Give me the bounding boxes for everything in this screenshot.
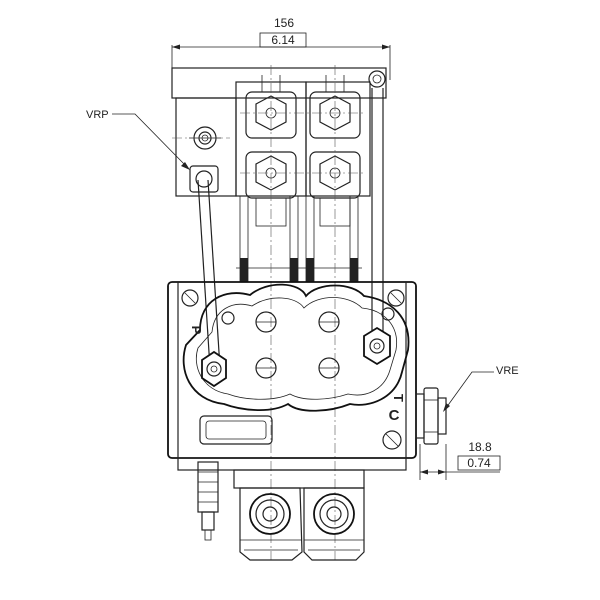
lower-spool-end-left [239, 487, 303, 561]
main-valve-body: P T C [167, 281, 417, 459]
side-offset-dimension: 18.8 0.74 [419, 440, 501, 480]
center-lines [172, 65, 366, 560]
port-mark-c: C [389, 407, 400, 424]
corner-bolt-bottom-right [382, 430, 402, 450]
plate-port-a2 [255, 357, 277, 379]
top-width-in: 6.14 [271, 33, 295, 47]
top-width-mm: 156 [274, 16, 294, 30]
vre-pilot-port-body [363, 326, 391, 366]
vrp-callout: VRP [86, 109, 190, 170]
vrp-port-body [201, 350, 227, 388]
lobed-cover-plate [182, 283, 410, 412]
spool-rods [236, 196, 362, 282]
top-width-dimension: 156 6.14 [171, 16, 391, 80]
vrp-label: VRP [86, 109, 109, 121]
pilot-tube-left [197, 179, 221, 369]
lower-housing [177, 457, 407, 541]
vre-callout: VRE [443, 365, 519, 412]
side-offset-in: 0.74 [467, 456, 491, 470]
corner-bolt-top-left [181, 289, 199, 307]
vre-label: VRE [496, 365, 519, 377]
vrp-nut-upper [189, 165, 219, 193]
plate-port-a1 [255, 311, 277, 333]
lower-spool-end-right [303, 487, 365, 561]
plate-port-b1 [318, 311, 340, 333]
tank-slot [199, 415, 273, 445]
vre-side-valve [415, 387, 447, 445]
side-offset-mm: 18.8 [468, 440, 492, 454]
port-mark-t: T [391, 394, 406, 402]
plate-port-b2 [318, 357, 340, 379]
corner-bolt-top-right [387, 289, 405, 307]
upper-housing [171, 67, 387, 197]
port-mark-p: P [189, 326, 204, 335]
